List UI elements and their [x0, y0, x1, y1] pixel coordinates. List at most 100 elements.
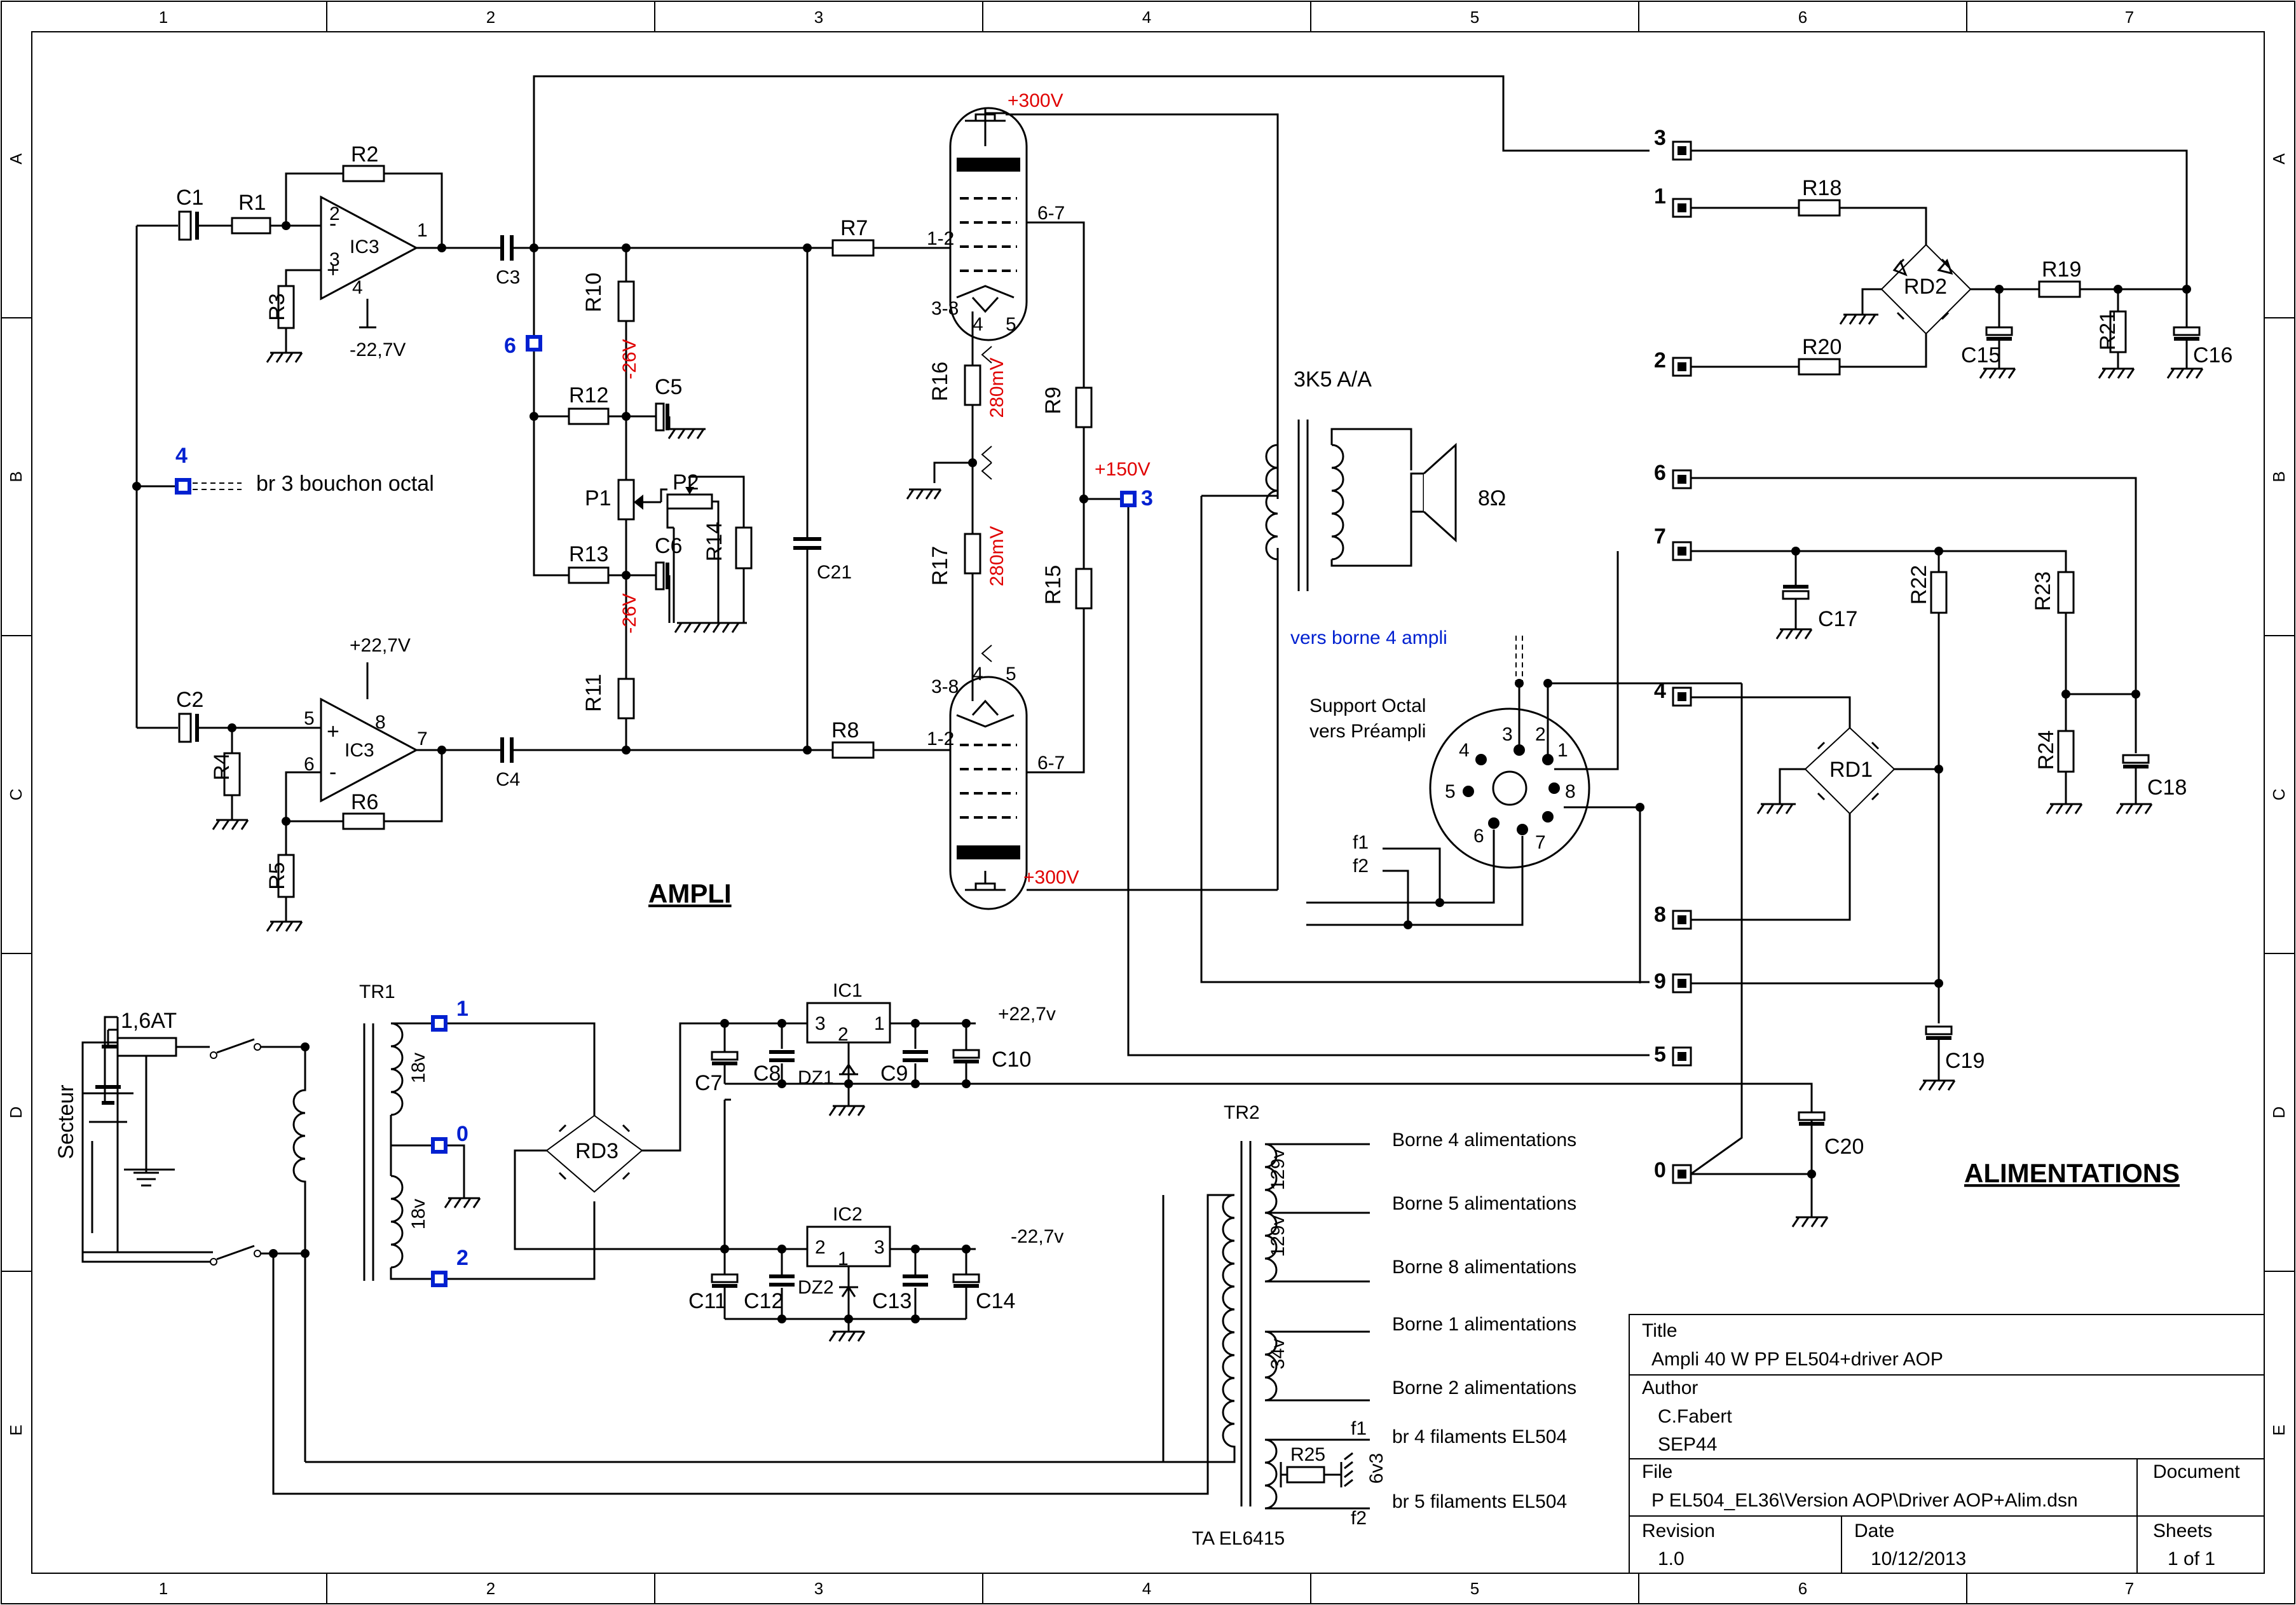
octal-title: Support Octal [1309, 695, 1426, 716]
octal-f1: f1 [1353, 832, 1369, 853]
transformer-tr1: TR1 1 0 2 18v 18v [272, 981, 1234, 1495]
label-r2: R2 [351, 142, 378, 167]
pin: 4 [1459, 740, 1470, 761]
col-label: 3 [814, 1579, 823, 1598]
label-speaker: 8Ω [1478, 486, 1506, 510]
label-dz2: DZ2 [798, 1277, 834, 1298]
label-c3: C3 [496, 267, 520, 288]
pin: 3-8 [931, 676, 959, 697]
voltage-reg-neg: -22,7v [1011, 1226, 1063, 1247]
resistor-r8 [831, 741, 875, 759]
connector-num: 2 [456, 1246, 468, 1270]
tb-file-heading: File [1642, 1461, 1672, 1482]
label-tr2: TR2 [1224, 1102, 1260, 1123]
resistor-r9 [1075, 386, 1093, 428]
col-label: 6 [1798, 1579, 1807, 1598]
tb-title-heading: Title [1642, 1320, 1678, 1341]
label-r13: R13 [569, 542, 608, 566]
pot-p1 [617, 479, 635, 521]
resistor-r10 [617, 280, 635, 322]
tb-revision-heading: Revision [1642, 1520, 1715, 1541]
label-rd3: RD3 [575, 1139, 618, 1163]
label-c9: C9 [880, 1062, 908, 1086]
pin: 6 [304, 754, 315, 775]
label-r19: R19 [2042, 257, 2081, 282]
label-p2: P2 [673, 470, 699, 495]
pin: 4 [973, 314, 983, 335]
driver-upper: 2 - 3 + 1 IC3 4 -22,7V C1 R1 R2 R3 [135, 142, 496, 728]
label-r3: R3 [265, 293, 289, 320]
voltage-280mv: 280mV [987, 357, 1008, 418]
tr2-output: Borne 1 alimentations [1392, 1314, 1576, 1335]
col-label: 1 [159, 8, 168, 27]
label-c2: C2 [176, 688, 203, 712]
label-c5: C5 [655, 375, 682, 399]
bridge-rd2: R18 R20 R19 RD2 C15 R21 C16 [1691, 149, 2232, 379]
label-rd1: RD1 [1829, 758, 1873, 782]
capacitor-c20 [1798, 1111, 1826, 1121]
tb-revision: 1.0 [1658, 1548, 1684, 1569]
capacitor-c17 [1782, 590, 1810, 600]
pin-plus: + [327, 258, 339, 282]
title-block: Title Ampli 40 W PP EL504+driver AOP Aut… [1629, 1314, 2265, 1574]
label-p1: P1 [585, 486, 612, 510]
resistor-r5 [277, 854, 295, 898]
resistor-r7 [831, 239, 875, 257]
bias-network: C3 C4 6 R12 R13 R10 P1 [496, 75, 1650, 790]
voltage-neg26: -26V [619, 593, 640, 633]
pin: 4 [973, 664, 983, 685]
capacitor-c7 [711, 1051, 739, 1061]
tb-title: Ampli 40 W PP EL504+driver AOP [1651, 1349, 1943, 1370]
connector-num: 6 [504, 334, 516, 358]
tr2-output: Borne 5 alimentations [1392, 1193, 1576, 1214]
regulator-ic2-body [806, 1226, 891, 1267]
col-label: 1 [159, 1579, 168, 1598]
col-label: 2 [486, 8, 495, 27]
pin: 4 [352, 277, 363, 298]
label-c8: C8 [753, 1062, 781, 1086]
col-label: 7 [2125, 8, 2134, 27]
pin: 6-7 [1037, 203, 1065, 224]
col-label: 6 [1798, 8, 1807, 27]
label-c14: C14 [976, 1289, 1015, 1313]
resistor-r11 [617, 678, 635, 720]
label-r9: R9 [1041, 386, 1065, 414]
pin-minus: - [329, 212, 336, 236]
speaker-icon [1410, 472, 1425, 513]
voltage-pos: +22,7V [350, 635, 411, 656]
terminal-num: 7 [1654, 524, 1666, 549]
label-c15: C15 [1961, 343, 2000, 367]
label-ic1: IC1 [833, 980, 863, 1001]
pin: 3 [815, 1013, 826, 1034]
tb-author-org: SEP44 [1658, 1434, 1717, 1455]
mains-label: Secteur [54, 1084, 78, 1159]
label-c19: C19 [1945, 1049, 1985, 1073]
fuse-icon [116, 1037, 177, 1057]
label-c13: C13 [872, 1289, 912, 1313]
resistor-r1 [231, 217, 271, 235]
resistor-r19 [2038, 280, 2081, 298]
pin: 1 [874, 1013, 885, 1034]
label-ic2: IC2 [833, 1204, 863, 1225]
input-connector: 4 br 3 bouchon octal [132, 444, 434, 496]
label-tr2-part: TA EL6415 [1192, 1528, 1285, 1549]
tr2-output: br 5 filaments EL504 [1392, 1491, 1567, 1512]
label-r15: R15 [1041, 565, 1065, 604]
row-label: D [2269, 1107, 2288, 1119]
label-r23: R23 [2031, 571, 2055, 611]
octal-socket: 3 2 4 1 5 8 6 7 vers borne 4 ampli Suppo… [1290, 551, 1742, 983]
terminal0-c20: C20 [766, 683, 1864, 1227]
regulator-ic2: IC2 2 3 1 -22,7v C11 C12 DZ2 [688, 1204, 1063, 1342]
terminal-num: 4 [1654, 679, 1666, 703]
pin: 2 [838, 1024, 849, 1045]
label-r6: R6 [351, 790, 378, 814]
bridge-rd3: RD3 [514, 1022, 731, 1250]
octal-subtitle: vers Préampli [1309, 721, 1426, 742]
row-label: B [6, 471, 25, 482]
label-dz1: DZ1 [798, 1067, 834, 1088]
tr2-output: br 4 filaments EL504 [1392, 1426, 1567, 1447]
fuse-label: 1,6AT [121, 1009, 177, 1033]
label-r14: R14 [702, 522, 727, 561]
pin: 6-7 [1037, 753, 1065, 774]
heading-ampli: AMPLI [648, 878, 732, 908]
